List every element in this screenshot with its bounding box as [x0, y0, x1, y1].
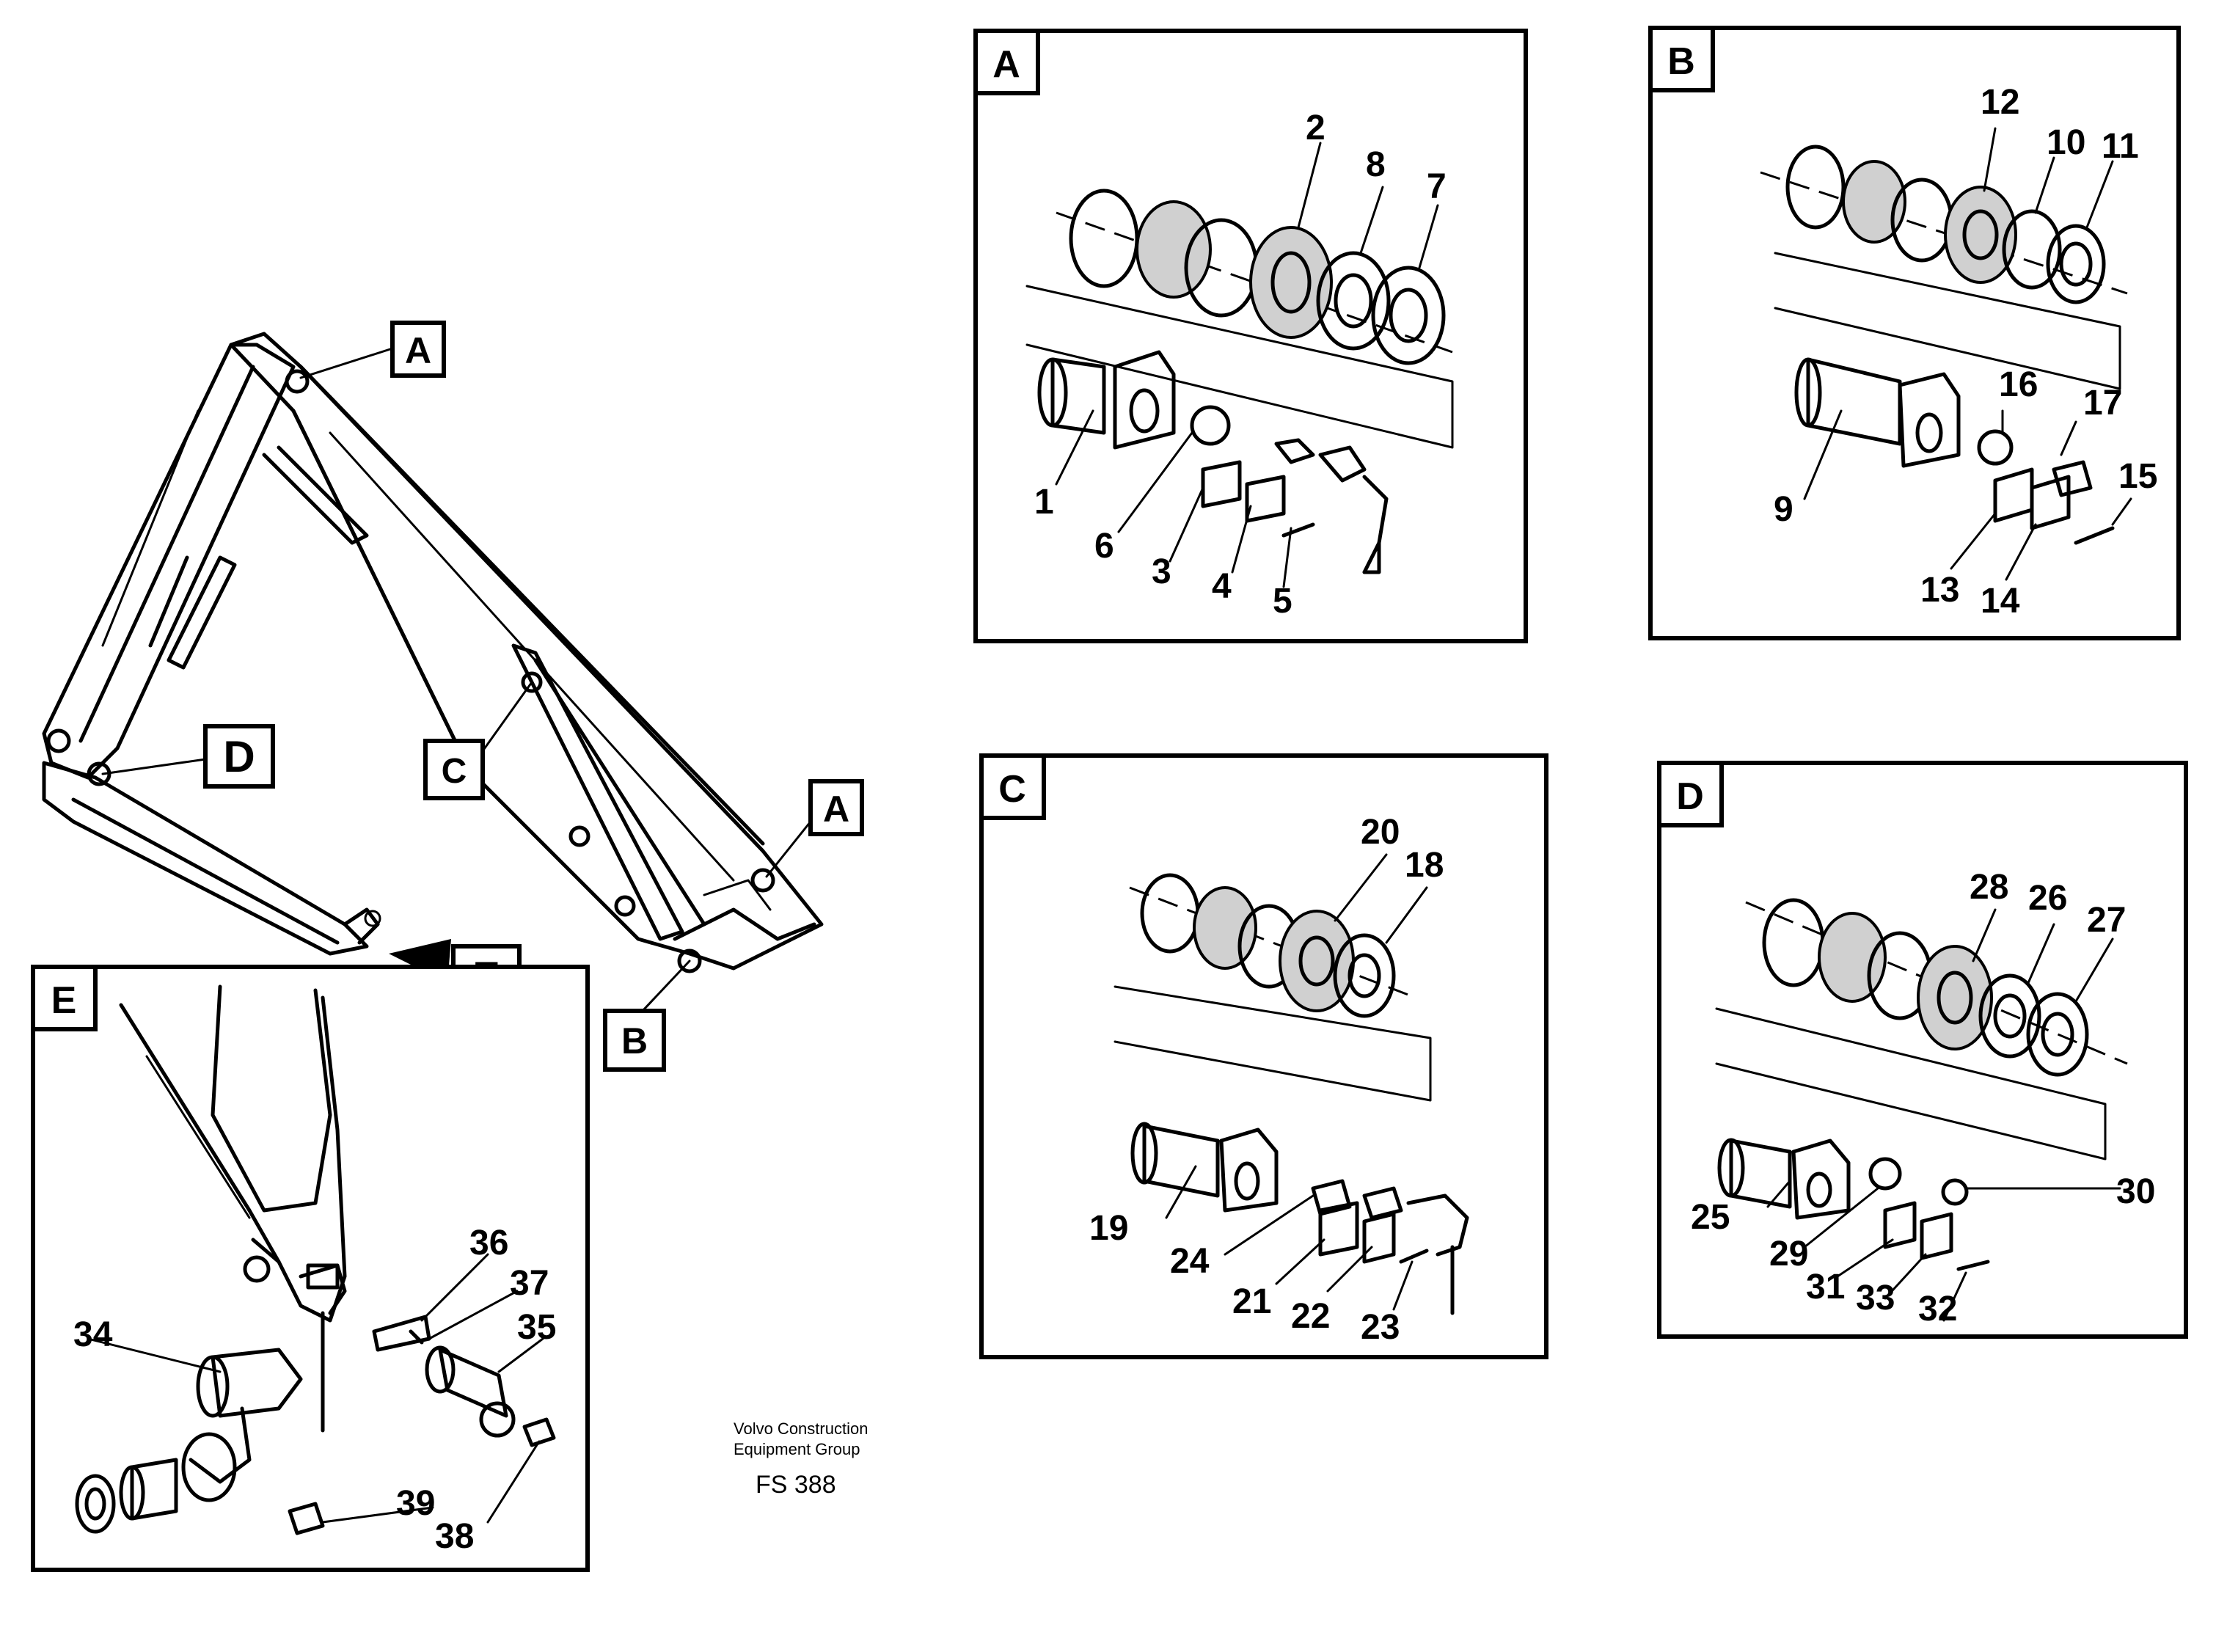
svg-text:22: 22 — [1291, 1297, 1330, 1336]
svg-text:4: 4 — [1212, 567, 1232, 606]
svg-text:20: 20 — [1361, 813, 1400, 852]
svg-text:Equipment Group: Equipment Group — [734, 1440, 860, 1458]
svg-text:17: 17 — [2083, 384, 2122, 423]
svg-text:FS 388: FS 388 — [756, 1471, 836, 1499]
detail-panel-d: D 25 26 27 28 29 30 31 — [1657, 761, 2188, 1339]
svg-text:3: 3 — [1152, 552, 1171, 591]
svg-text:24: 24 — [1170, 1242, 1210, 1281]
svg-text:C: C — [442, 752, 467, 791]
svg-text:5: 5 — [1273, 582, 1292, 621]
svg-text:23: 23 — [1361, 1308, 1400, 1347]
svg-text:C: C — [998, 768, 1026, 811]
svg-text:16: 16 — [1999, 365, 2038, 404]
svg-text:35: 35 — [517, 1308, 556, 1347]
callout-c: C — [423, 739, 485, 800]
detail-panel-a: A 1 2 3 4 5 6 7 — [973, 29, 1528, 643]
svg-text:25: 25 — [1691, 1198, 1730, 1237]
svg-text:6: 6 — [1094, 527, 1114, 566]
callout-d: D — [203, 724, 275, 789]
svg-text:A: A — [992, 43, 1020, 86]
svg-text:37: 37 — [510, 1264, 549, 1303]
svg-text:39: 39 — [396, 1484, 435, 1523]
svg-text:18: 18 — [1405, 846, 1444, 885]
callout-a-top: A — [390, 321, 446, 378]
svg-text:31: 31 — [1806, 1268, 1845, 1306]
svg-text:B: B — [621, 1020, 648, 1061]
svg-text:2: 2 — [1306, 109, 1325, 147]
boom-assembly-drawing — [42, 332, 824, 973]
svg-text:34: 34 — [73, 1315, 113, 1354]
svg-text:A: A — [405, 330, 431, 371]
svg-text:E: E — [51, 979, 77, 1022]
svg-text:29: 29 — [1769, 1235, 1808, 1273]
svg-text:27: 27 — [2087, 901, 2126, 940]
svg-text:A: A — [823, 789, 849, 830]
callout-b: B — [603, 1009, 666, 1072]
svg-text:B: B — [1667, 40, 1695, 83]
svg-text:28: 28 — [1970, 868, 2008, 907]
svg-text:15: 15 — [2118, 457, 2157, 496]
svg-text:14: 14 — [1981, 582, 2020, 621]
svg-text:26: 26 — [2028, 879, 2067, 918]
detail-panel-c: C 18 19 20 21 22 23 24 — [979, 753, 1548, 1359]
svg-text:11: 11 — [2102, 127, 2139, 166]
svg-text:Volvo Construction: Volvo Construction — [734, 1419, 868, 1438]
svg-text:36: 36 — [469, 1224, 508, 1262]
svg-text:30: 30 — [2116, 1172, 2155, 1211]
svg-text:32: 32 — [1918, 1290, 1957, 1328]
svg-text:1: 1 — [1034, 483, 1054, 522]
svg-text:D: D — [223, 732, 255, 781]
detail-panel-b: B 9 10 11 12 13 14 15 16 — [1648, 26, 2181, 640]
svg-text:8: 8 — [1366, 145, 1386, 184]
svg-text:D: D — [1676, 775, 1704, 818]
svg-text:33: 33 — [1856, 1279, 1895, 1317]
publisher-caption: Volvo Construction Equipment Group FS 38… — [734, 1419, 868, 1499]
svg-text:9: 9 — [1774, 490, 1793, 529]
svg-text:12: 12 — [1981, 83, 2019, 122]
detail-panel-e: E 34 35 36 37 — [31, 965, 590, 1572]
svg-text:13: 13 — [1920, 571, 1959, 610]
svg-text:38: 38 — [435, 1517, 474, 1556]
svg-text:21: 21 — [1232, 1282, 1271, 1321]
svg-text:7: 7 — [1427, 167, 1447, 206]
svg-text:19: 19 — [1089, 1209, 1128, 1248]
svg-text:10: 10 — [2047, 123, 2085, 162]
callout-a-bottom: A — [808, 779, 864, 836]
